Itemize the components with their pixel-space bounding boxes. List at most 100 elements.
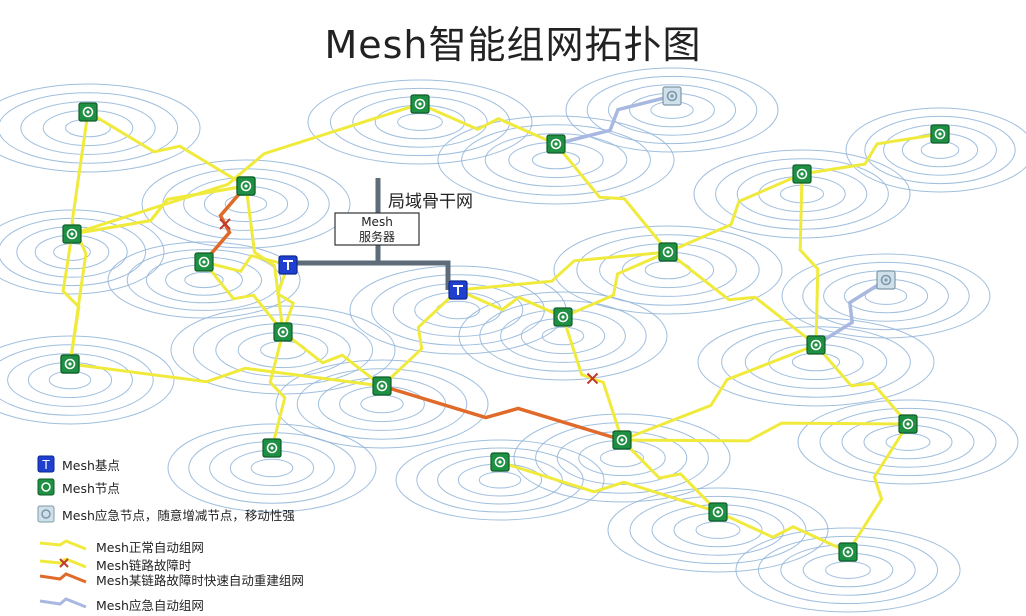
emergency-link: [555, 94, 673, 146]
coverage-ring: [735, 527, 961, 613]
coverage-ring: [275, 359, 489, 449]
normal-link: [667, 250, 817, 347]
normal-link: [667, 172, 803, 254]
coverage-ring: [757, 535, 939, 605]
repair-link: [381, 384, 623, 442]
mesh-node-icon: [658, 242, 678, 262]
normal-link: [282, 330, 383, 388]
legend-item-normal: Mesh正常自动组网: [36, 536, 204, 556]
mesh-server-box: [334, 212, 420, 246]
normal-link: [562, 250, 669, 319]
coverage-ring: [126, 249, 282, 311]
repair-link-icon: [39, 572, 87, 584]
coverage-ring: [629, 495, 807, 565]
backbone-label: 局域骨干网: [388, 192, 473, 212]
normal-link: [203, 253, 289, 274]
coverage-ring: [20, 101, 156, 155]
lan-backbone: Mesh 服务器 局域骨干网: [288, 178, 473, 290]
normal-link-icon: [39, 539, 87, 551]
mesh-node-icon: [898, 414, 918, 434]
legend-text-fault: Mesh链路故障时: [96, 557, 192, 573]
emergency-link-icon: [39, 597, 87, 609]
mesh-node-icon: [236, 176, 256, 196]
mesh-nodes: [60, 86, 950, 562]
emergency-node-icon: [662, 86, 682, 106]
emergency-node-icon: [37, 505, 55, 523]
diagram-title: Mesh智能组网拓扑图: [324, 23, 702, 67]
normal-link: [457, 250, 669, 292]
mesh-node-icon: [490, 452, 510, 472]
coverage-ring: [0, 83, 201, 173]
coverage-ring: [693, 149, 911, 239]
normal-link: [61, 233, 81, 365]
normal-link: [71, 184, 247, 236]
normal-link: [202, 261, 285, 333]
normal-link: [554, 143, 670, 253]
coverage-ring: [513, 413, 731, 503]
mesh-node-icon: [262, 438, 282, 458]
coverage-ring: [576, 234, 760, 306]
root-node-icon: T: [37, 455, 55, 473]
fault-mark-icon: [219, 218, 231, 230]
normal-link: [798, 173, 820, 346]
root-node-icon: [278, 255, 298, 275]
mesh-node-icon: [708, 502, 728, 522]
mesh-node-icon: [273, 322, 293, 342]
coverage-ring: [535, 422, 709, 494]
mesh-node-icon: [612, 430, 632, 450]
legend-item-emergency-line: Mesh应急自动组网: [36, 594, 204, 614]
coverage-ring: [0, 344, 154, 416]
coverage-ring: [599, 448, 645, 468]
normal-link: [620, 438, 720, 514]
coverage-ring: [184, 271, 224, 289]
legend-text-node: Mesh节点: [62, 480, 120, 496]
mesh-node-icon: [37, 478, 55, 496]
coverage-ring: [307, 79, 533, 165]
coverage-ring: [695, 521, 741, 539]
legend-item-repair: Mesh某链路故障时快速自动重建组网: [36, 569, 304, 589]
mesh-node-icon: [553, 307, 573, 327]
fault-link-icon: [39, 557, 87, 569]
normal-link: [846, 423, 910, 553]
legend-text-emergency: Mesh应急节点，随意增减节点，移动性强: [62, 507, 295, 523]
emergency-node-icon: [876, 270, 896, 290]
coverage-ring: [416, 447, 584, 513]
normal-link: [499, 460, 719, 514]
mesh-node-icon: [372, 376, 392, 396]
mesh-links: [61, 94, 941, 554]
normal-link: [717, 510, 849, 554]
coverage-ring: [797, 399, 1019, 485]
coverage-ring: [864, 115, 1016, 185]
coverage-ring: [565, 67, 779, 153]
normal-link: [268, 331, 287, 449]
legend-item-node: Mesh节点: [36, 477, 120, 497]
normal-link: [275, 264, 296, 333]
mesh-node-icon: [806, 335, 826, 355]
normal-link: [814, 344, 910, 425]
coverage-ring: [920, 141, 960, 159]
coverage-ring: [553, 225, 783, 315]
coverage-ring: [484, 133, 628, 187]
coverage-ring: [819, 407, 997, 477]
mesh-node-icon: [838, 542, 858, 562]
normal-link: [457, 288, 564, 319]
normal-link: [71, 102, 421, 236]
coverage-ring: [250, 458, 294, 478]
legend: T Mesh基点 Mesh节点 Mesh应急节点，随意增减节点，移动性强 Mes…: [36, 454, 456, 614]
legend-item-fault: Mesh链路故障时: [36, 554, 191, 574]
coverage-ring: [885, 433, 931, 451]
normal-link: [801, 132, 941, 176]
coverage-ring: [192, 314, 374, 386]
coverage-ring: [107, 241, 301, 319]
coverage-ring: [479, 300, 647, 372]
normal-link: [621, 421, 909, 443]
legend-item-root: T Mesh基点: [36, 454, 120, 474]
server-label-line1: Mesh: [361, 215, 393, 229]
coverage-ring: [458, 291, 668, 381]
coverage-ring: [437, 115, 675, 205]
coverage-ring: [141, 159, 351, 249]
normal-link: [69, 362, 383, 388]
coverage-ring: [349, 265, 567, 355]
